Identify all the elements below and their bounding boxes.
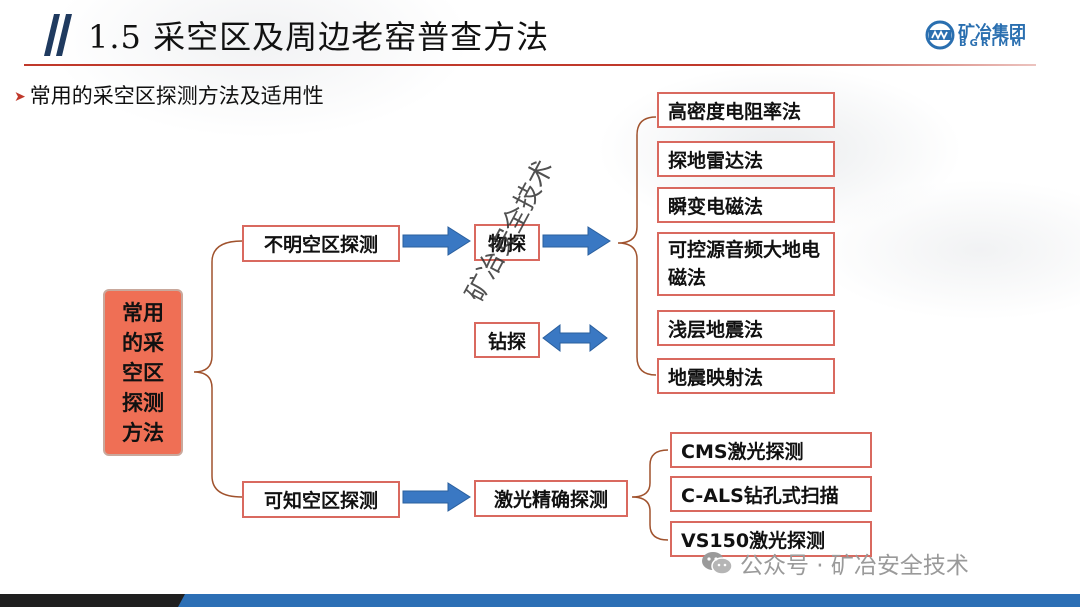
node-c-als-scan: C-ALS钻孔式扫描	[670, 476, 872, 512]
node-geophysical: 物探	[474, 224, 540, 261]
root-bracket	[193, 240, 243, 498]
title-underline	[24, 64, 1036, 66]
arrow-unknown-to-geophysical	[402, 226, 471, 256]
company-logo: 矿冶集团 BGRIMM	[924, 20, 1034, 50]
wechat-account-label: 公众号 · 矿冶安全技术	[700, 548, 969, 579]
section-subtitle: ➤常用的采空区探测方法及适用性	[14, 80, 324, 110]
logo-english-text: BGRIMM	[959, 38, 1025, 49]
node-vs150-laser: VS150激光探测	[670, 521, 872, 557]
root-node: 常用的采空区探测方法	[103, 289, 183, 456]
arrow-geophysical-to-methods	[542, 226, 611, 256]
laser-bracket	[631, 449, 669, 541]
double-arrow-drilling	[542, 323, 608, 353]
node-shallow-seismic: 浅层地震法	[657, 310, 835, 346]
node-high-density-resistivity: 高密度电阻率法	[657, 92, 835, 128]
node-laser-precise: 激光精确探测	[474, 480, 628, 517]
slide-title: 1.5 采空区及周边老窑普查方法	[88, 18, 550, 56]
node-known-goaf: 可知空区探测	[242, 481, 400, 518]
node-seismic-mapping: 地震映射法	[657, 358, 835, 394]
node-ground-penetrating-radar: 探地雷达法	[657, 141, 835, 177]
node-transient-electromagnetic: 瞬变电磁法	[657, 187, 835, 223]
title-slash-icon	[44, 14, 72, 56]
footer-bar	[0, 594, 1080, 607]
arrow-bullet-icon: ➤	[14, 89, 26, 105]
node-cms-laser: CMS激光探测	[670, 432, 872, 468]
logo-chinese-text: 矿冶集团	[958, 23, 1026, 43]
subtitle-text: 常用的采空区探测方法及适用性	[29, 84, 324, 108]
wechat-account-text: 公众号 · 矿冶安全技术	[740, 553, 969, 579]
wechat-icon	[702, 552, 733, 575]
geophysics-bracket	[617, 116, 657, 376]
node-csamt: 可控源音频大地电磁法	[657, 232, 835, 296]
arrow-known-to-laser	[402, 482, 471, 512]
node-drilling: 钻探	[474, 322, 540, 358]
node-unknown-goaf: 不明空区探测	[242, 225, 400, 262]
bgrimm-logo-icon	[925, 20, 955, 50]
